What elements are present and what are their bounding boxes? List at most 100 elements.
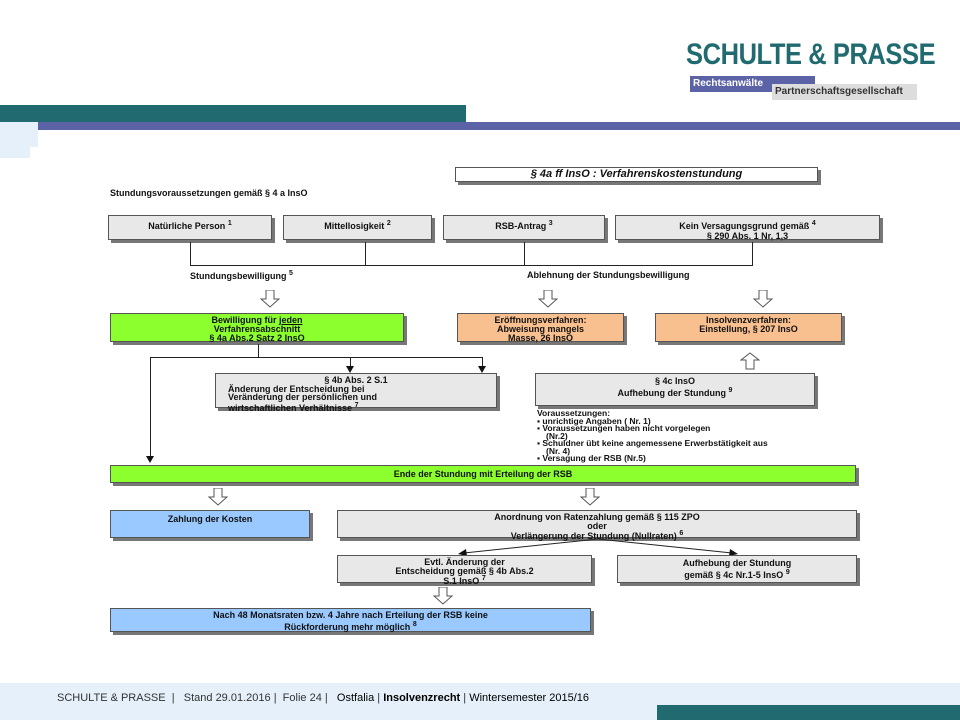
connector: [150, 357, 483, 358]
header-teal-bar: [0, 105, 466, 122]
req-text: Kein Versagungsgrund gemäß: [679, 221, 810, 231]
hollow-down-arrow-icon: [260, 290, 280, 308]
footer-firm: SCHULTE & PRASSE: [57, 692, 166, 704]
reject-label: Ablehnung der Stundungsbewilligung: [527, 270, 690, 280]
revoke-deferral-box: Aufhebung der Stundung gemäß § 4c Nr.1-5 …: [617, 555, 857, 583]
end-of-deferral-bar: Ende der Stundung mit Erteilung der RSB: [110, 465, 856, 483]
separator: |: [377, 692, 381, 704]
text: Eröffnungsverfahren:: [494, 315, 587, 325]
reject-insolvency-box: Insolvenzverfahren:Einstellung, § 207 In…: [655, 313, 842, 342]
text: Evtl. Änderung der: [424, 557, 505, 567]
grant-text: Stundungsbewilligung: [190, 271, 287, 281]
text: Rückforderung mehr möglich: [284, 622, 411, 632]
text: Abweisung mangels: [496, 324, 585, 334]
text: § 4c InsO: [654, 376, 696, 386]
diagram-title: § 4a ff InsO : Verfahrenskostenstundung: [455, 167, 818, 182]
conditions-list: Voraussetzungen: ▪ unrichtige Angaben ( …: [537, 408, 807, 463]
conditions-title: Voraussetzungen:: [537, 408, 611, 418]
condition-item: ▪ unrichtige Angaben ( Nr. 1): [537, 415, 651, 426]
requirements-heading: Stundungsvoraussetzungen gemäß § 4 a Ins…: [110, 188, 308, 198]
text: wirtschaftlichen Verhältnisse: [228, 402, 353, 413]
grant-label: Stundungsbewilligung 5: [190, 270, 293, 281]
connector: [150, 357, 151, 457]
connector: [190, 265, 753, 266]
connector: [365, 242, 366, 265]
req-text: Natürliche Person: [148, 221, 226, 231]
condition-item: ▪ Voraussetzungen haben nicht vorgelegen…: [537, 423, 711, 441]
req-rsb-antrag: RSB-Antrag 3: [443, 215, 605, 240]
text: Veränderung der persönlichen und: [228, 392, 378, 402]
footnote: 5: [289, 270, 293, 277]
req-natural-person: Natürliche Person 1: [108, 215, 272, 240]
installments-box: Anordnung von Ratenzahlung gemäß § 115 Z…: [337, 510, 857, 541]
footnote: 7: [354, 401, 359, 409]
connector: [190, 242, 191, 265]
final-box: Nach 48 Monatsraten bzw. 4 Jahre nach Er…: [110, 608, 591, 632]
footnote: 9: [728, 387, 733, 394]
hollow-down-arrow-icon: [208, 488, 228, 506]
footnote: 8: [412, 621, 417, 628]
text: gemäß § 4c Nr.1-5 InsO: [684, 570, 784, 580]
logo-name: SCHULTE & PRASSE: [686, 38, 936, 71]
logo: SCHULTE & PRASSE Rechtsanwälte Partnersc…: [686, 38, 936, 103]
text-underlined: jeden: [278, 315, 303, 325]
revoke-box: § 4c InsO Aufhebung der Stundung 9: [535, 373, 815, 406]
separator: |: [171, 692, 175, 704]
footnote: 1: [227, 220, 232, 227]
footer-text: SCHULTE & PRASSE | Stand 29.01.2016 | Fo…: [57, 692, 589, 704]
footnote: 4: [811, 220, 816, 227]
footer-term: Wintersemester 2015/16: [469, 692, 590, 704]
text: Verlängerung der Stundung (Nullraten): [510, 531, 677, 541]
footnote: 9: [785, 569, 790, 576]
separator: |: [324, 692, 328, 704]
arrow-head-icon: [346, 366, 354, 373]
req-text: Mittellosigkeit: [324, 221, 385, 231]
text: Aufhebung der Stundung: [682, 558, 792, 568]
footer-slide-number: Folie 24: [282, 692, 322, 704]
footnote: 6: [679, 530, 684, 537]
header-accent-2: [0, 147, 30, 158]
text: Verfahrensabschnitt: [213, 324, 301, 334]
footer-teal-block: [657, 705, 960, 720]
text: Masse, 26 InsO: [507, 333, 574, 343]
hollow-down-arrow-icon: [580, 488, 600, 506]
text: Einstellung, § 207 InsO: [699, 324, 798, 334]
separator: |: [463, 692, 467, 704]
text: Voraussetzungen haben nicht vorgelegen (…: [542, 423, 711, 441]
header-accent: [0, 122, 38, 147]
connector: [258, 344, 259, 357]
hollow-down-arrow-icon: [538, 290, 558, 308]
footer-school: Ostfalia: [336, 692, 375, 704]
text: S.1 InsO: [443, 576, 480, 586]
req-text: RSB-Antrag: [495, 221, 547, 231]
connector: [524, 242, 525, 265]
text: Bewilligung für: [211, 315, 279, 325]
text: § 4b Abs. 2 S.1: [324, 375, 388, 385]
connector: [482, 357, 483, 367]
text: Insolvenzverfahren:: [705, 315, 792, 325]
text: Aufhebung der Stundung: [617, 388, 727, 398]
connector: [350, 357, 351, 367]
header-purple-bar: [38, 122, 960, 130]
arrow-head-icon: [146, 456, 154, 463]
req-text: § 290 Abs. 1 Nr, 1,3: [706, 231, 789, 241]
payment-box: Zahlung der Kosten: [110, 510, 310, 538]
connector: [752, 242, 753, 265]
separator: |: [273, 692, 277, 704]
text: Anordnung von Ratenzahlung gemäß § 115 Z…: [494, 512, 700, 522]
text: Nach 48 Monatsraten bzw. 4 Jahre nach Er…: [213, 610, 488, 620]
text: oder: [587, 520, 607, 531]
condition-item: ▪ Schuldner übt keine angemessene Erwerb…: [537, 438, 768, 456]
text: § 4a Abs.2 Satz 2 InsO: [209, 333, 305, 343]
hollow-down-arrow-icon: [753, 290, 773, 308]
text: Entscheidung gemäß § 4b Abs.2: [395, 565, 534, 576]
footer-date: Stand 29.01.2016: [183, 692, 271, 704]
req-mittellosigkeit: Mittellosigkeit 2: [283, 215, 432, 240]
footnote: 7: [481, 575, 486, 582]
text: unrichtige Angaben ( Nr. 1): [542, 415, 651, 426]
text: Schuldner übt keine angemessene Erwerbst…: [542, 438, 768, 456]
